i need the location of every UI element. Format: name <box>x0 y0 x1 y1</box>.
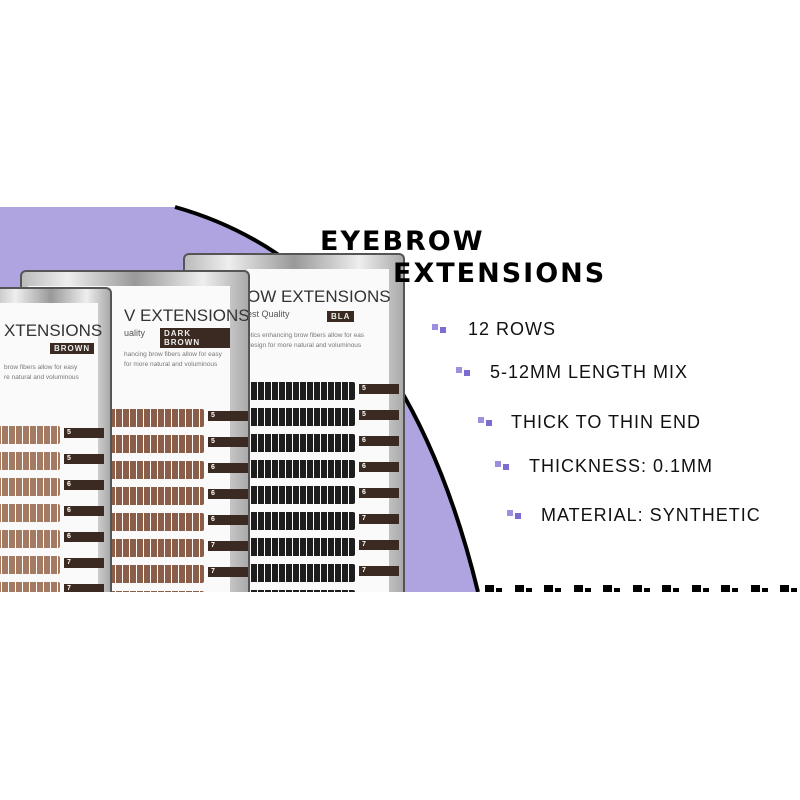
tray-brown: XTENSIONS BROWN brow fibers allow for ea… <box>0 287 112 593</box>
length-label: 6 <box>64 532 104 542</box>
tray-desc: etics enhancing brow fibers allow for ea… <box>247 332 365 339</box>
length-label: 5 <box>359 384 399 394</box>
tray-brand: OW EXTENSIONS <box>247 287 391 306</box>
length-label: 7 <box>64 584 104 593</box>
bottom-white-area <box>0 592 800 800</box>
lash-row: 5 <box>247 379 399 403</box>
lash-strip <box>0 426 60 444</box>
lash-strip <box>247 512 355 530</box>
tray-sub: est Quality <box>247 309 290 319</box>
lash-strip <box>0 452 60 470</box>
tray-color-tag: BROWN <box>50 343 95 354</box>
edge-mark <box>514 585 532 592</box>
lash-row: 7 <box>247 535 399 559</box>
lash-row: 6 <box>247 457 399 481</box>
feature-end: THICK TO THIN END <box>511 412 702 432</box>
title-line-2: EXTENSIONS <box>393 258 607 289</box>
edge-mark <box>485 585 502 592</box>
lash-row: 6 <box>0 475 104 499</box>
bullet-icon <box>507 510 521 520</box>
tray-sub: uality <box>124 328 146 338</box>
lash-row: 6 <box>0 527 104 551</box>
tray-color-tag: BLA <box>327 311 355 322</box>
edge-mark <box>750 585 768 592</box>
tray-desc: for more natural and voluminous <box>124 361 218 368</box>
lash-row: 7 <box>247 509 399 533</box>
length-label: 7 <box>64 558 104 568</box>
lash-row: 6 <box>0 501 104 525</box>
lash-rows: 5 5 6 6 6 7 7 <box>0 423 104 593</box>
length-label: 5 <box>208 437 248 447</box>
lash-row: 6 <box>247 431 399 455</box>
tray-desc: re natural and voluminous <box>4 374 79 381</box>
length-label: 5 <box>64 454 104 464</box>
length-label: 7 <box>359 540 399 550</box>
feature-length: 5-12MM LENGTH MIX <box>490 362 689 382</box>
lash-strip <box>247 408 355 426</box>
tray-color-tag: DARK BROWN <box>160 328 230 348</box>
lash-strip <box>0 504 60 522</box>
length-label: 7 <box>359 514 399 524</box>
lash-strip <box>0 556 60 574</box>
tray-desc: design for more natural and voluminous <box>247 342 362 349</box>
lash-row: 7 <box>0 579 104 593</box>
length-label: 5 <box>64 428 104 438</box>
feature-material: MATERIAL: SYNTHETIC <box>541 505 761 525</box>
edge-mark <box>573 585 591 592</box>
bullet-icon <box>478 417 492 427</box>
lash-row: 6 <box>247 483 399 507</box>
feature-rows: 12 ROWS <box>468 319 557 339</box>
lash-strip <box>0 582 60 593</box>
length-label: 6 <box>208 515 248 525</box>
length-label: 7 <box>208 567 248 577</box>
lash-rows: 556667777 <box>247 379 399 593</box>
edge-mark <box>721 585 738 592</box>
lash-strip <box>247 564 355 582</box>
tray-brand: V EXTENSIONS <box>124 306 250 325</box>
length-label: 5 <box>208 411 248 421</box>
lash-row: 5 <box>0 423 104 447</box>
tray-brand: XTENSIONS <box>4 321 103 340</box>
length-label: 5 <box>359 410 399 420</box>
length-label: 6 <box>64 506 104 516</box>
length-label: 6 <box>208 463 248 473</box>
length-label: 6 <box>359 436 399 446</box>
length-label: 6 <box>359 462 399 472</box>
lash-strip <box>247 486 355 504</box>
edge-mark <box>780 585 797 592</box>
bullet-icon <box>495 461 509 471</box>
edge-mark <box>544 585 561 592</box>
lash-strip <box>247 434 355 452</box>
lash-strip <box>247 382 355 400</box>
lash-strip <box>247 590 355 593</box>
length-label: 7 <box>208 541 248 551</box>
title-line-1: EYEBROW <box>320 226 485 257</box>
lash-strip <box>0 530 60 548</box>
lash-row: 5 <box>0 449 104 473</box>
length-label: 6 <box>359 488 399 498</box>
lash-row: 7 <box>0 553 104 577</box>
lash-strip <box>0 478 60 496</box>
length-label: 7 <box>359 566 399 576</box>
length-label: 6 <box>64 480 104 490</box>
edge-mark <box>632 585 650 592</box>
lash-row: 7 <box>247 561 399 585</box>
length-label: 6 <box>208 489 248 499</box>
tray-desc: hancing brow fibers allow for easy <box>124 351 222 358</box>
edge-mark <box>691 585 709 592</box>
feature-thickness: THICKNESS: 0.1MM <box>529 456 714 476</box>
edge-mark <box>603 585 620 592</box>
lash-row: 5 <box>247 405 399 429</box>
tray-desc: brow fibers allow for easy <box>4 364 78 371</box>
bullet-icon <box>456 367 470 377</box>
bullet-icon <box>432 324 446 334</box>
lash-strip <box>247 460 355 478</box>
lash-strip <box>247 538 355 556</box>
edge-mark <box>662 585 679 592</box>
